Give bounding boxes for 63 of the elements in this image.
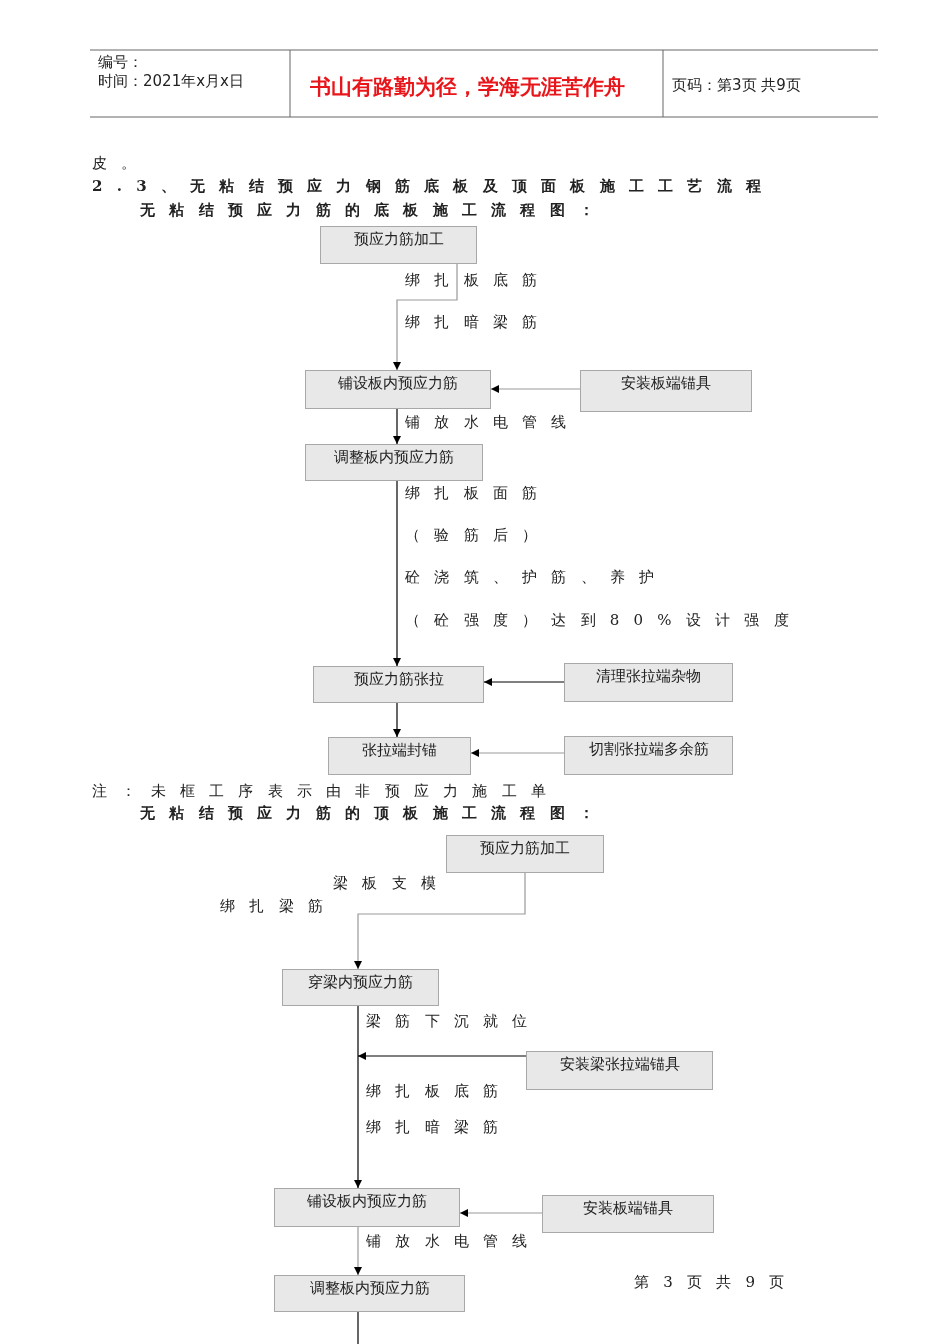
page-footer: 第3页共9页 — [634, 1273, 799, 1292]
process-box — [564, 736, 733, 775]
arrow — [354, 872, 526, 970]
step-text: 绑扎暗梁筋 — [366, 1118, 513, 1137]
field-label: 编号： — [98, 53, 143, 72]
step-label: 安装板端锚具 — [583, 1199, 673, 1217]
step-text: 砼浇筑、护筋、养护 — [405, 568, 669, 587]
step-text: （验筋后） — [405, 526, 552, 545]
process-box — [282, 969, 439, 1006]
step-label: 预应力筋加工 — [353, 230, 444, 248]
step-label: 铺设板内预应力筋 — [338, 374, 458, 392]
chart-heading: 无粘结预应力筋的底板施工流程图： — [140, 201, 608, 220]
arrow — [483, 678, 565, 686]
step-label: 安装梁张拉端锚具 — [559, 1055, 680, 1073]
step-label: 铺设板内预应力筋 — [307, 1192, 427, 1210]
chart-heading: 无粘结预应力筋的顶板施工流程图： — [140, 804, 608, 823]
process-box — [313, 666, 484, 703]
page-number: 页码：第3页 共9页 — [672, 76, 801, 95]
process-box — [305, 370, 491, 409]
arrow — [354, 1005, 362, 1189]
step-label: 预应力筋张拉 — [353, 670, 444, 688]
step-text: 铺放水电管线 — [366, 1232, 542, 1251]
process-box — [305, 444, 483, 481]
arrow — [470, 749, 565, 757]
arrow — [393, 480, 401, 667]
process-box — [274, 1275, 465, 1312]
step-label: 张拉端封锚 — [362, 741, 437, 759]
process-box — [526, 1051, 713, 1090]
arrow — [393, 702, 401, 738]
process-box — [542, 1195, 714, 1233]
step-text: 绑扎板底筋 — [405, 271, 552, 290]
process-box — [580, 370, 752, 412]
step-label: 穿梁内预应力筋 — [308, 973, 413, 991]
arrow — [354, 1226, 362, 1276]
arrow — [393, 263, 458, 371]
body-text: 皮。 — [92, 154, 151, 173]
motto-text: 书山有路勤为径，学海无涯苦作舟 — [310, 74, 625, 101]
note-text: 注：未框工序表示由非预应力施工单 — [92, 782, 560, 801]
step-text: 绑扎板面筋 — [405, 484, 552, 503]
step-text: 梁筋下沉就位 — [366, 1012, 542, 1031]
arrow — [490, 385, 581, 393]
step-text: 绑扎暗梁筋 — [405, 313, 552, 332]
step-text: （砼强度）达到80%设计强度 — [405, 611, 803, 630]
process-box — [320, 226, 477, 264]
step-text: 铺放水电管线 — [405, 413, 581, 432]
step-label: 预应力筋加工 — [480, 839, 570, 857]
step-text: 梁板支模 — [333, 874, 450, 893]
step-text: 绑扎板底筋 — [366, 1082, 513, 1101]
step-text: 绑扎梁筋 — [220, 897, 337, 916]
step-label: 清理张拉端杂物 — [596, 667, 701, 685]
process-box — [446, 835, 604, 873]
step-label: 安装板端锚具 — [621, 374, 711, 392]
section-heading: 2.3、无粘结预应力钢筋底板及顶面板施工工艺流程 — [92, 177, 776, 196]
step-label: 调整板内预应力筋 — [309, 1279, 430, 1297]
arrow — [357, 1052, 527, 1060]
arrow — [393, 408, 401, 445]
process-box — [274, 1188, 460, 1227]
process-box — [328, 737, 471, 775]
step-label: 切割张拉端多余筋 — [588, 740, 709, 758]
date-text: 时间：2021年x月x日 — [98, 72, 244, 91]
step-label: 调整板内预应力筋 — [334, 448, 454, 466]
process-box — [564, 663, 733, 702]
arrow — [459, 1209, 543, 1217]
